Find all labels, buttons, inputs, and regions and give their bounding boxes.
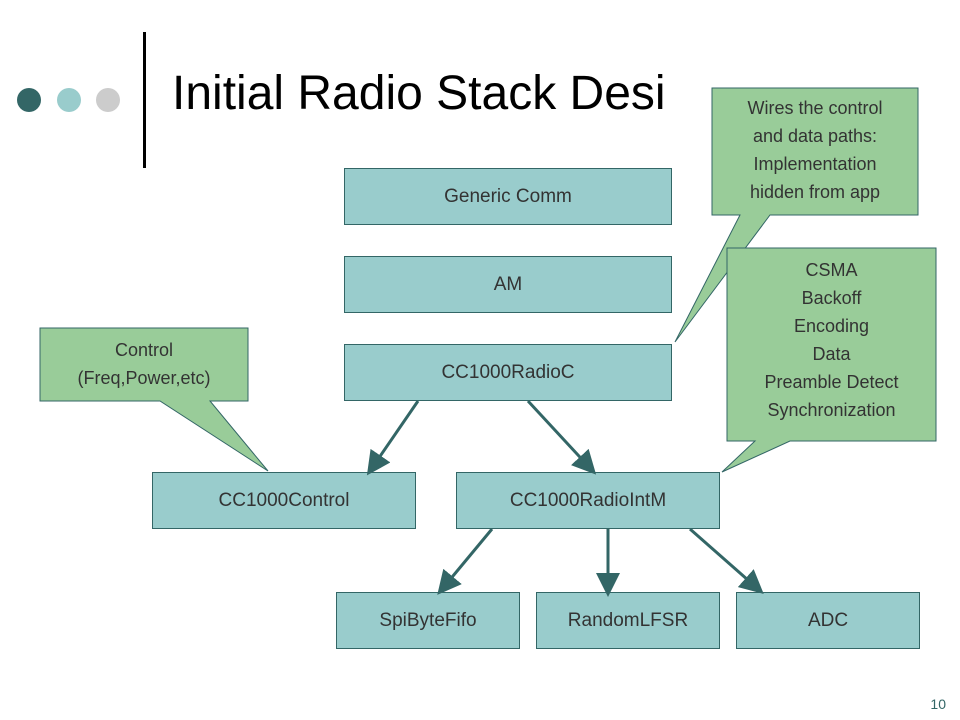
arrow-radioc-to-control xyxy=(366,400,420,476)
box-cc1000-radio-int-m: CC1000RadioIntM xyxy=(456,472,720,529)
callout-wires-line: Wires the control xyxy=(747,98,883,118)
box-spi-byte-fifo: SpiByteFifo xyxy=(336,592,520,649)
callout-features-line: Synchronization xyxy=(767,400,896,420)
callout-wires-line: and data paths: xyxy=(752,126,878,146)
page-number: 10 xyxy=(930,696,946,712)
box-adc: ADC xyxy=(736,592,920,649)
callout-wires-shape xyxy=(674,87,919,343)
header-dot-dark xyxy=(17,88,41,112)
callout-wires-line: Implementation xyxy=(753,154,877,174)
header-dot-gray xyxy=(96,88,120,112)
callout-features-shape xyxy=(721,247,937,473)
arrow-radiointm-to-spi xyxy=(437,528,494,595)
callout-control-line: (Freq,Power,etc) xyxy=(77,368,211,388)
header-dot-light xyxy=(57,88,81,112)
header-divider xyxy=(143,32,146,168)
box-cc1000-control: CC1000Control xyxy=(152,472,416,529)
arrow-radiointm-to-adc xyxy=(689,527,764,594)
callout-control-text: Control (Freq,Power,etc) xyxy=(40,336,248,392)
callout-wires-line: hidden from app xyxy=(749,182,881,202)
box-random-lfsr: RandomLFSR xyxy=(536,592,720,649)
arrow-radioc-to-radiointm xyxy=(526,399,597,475)
box-am: AM xyxy=(344,256,672,313)
box-cc1000-radio-c: CC1000RadioC xyxy=(344,344,672,401)
callout-features-line: Preamble Detect xyxy=(764,372,899,392)
callout-wires-text: Wires the control and data paths: Implem… xyxy=(712,94,918,206)
callout-features-text: CSMA Backoff Encoding Data Preamble Dete… xyxy=(727,256,936,424)
box-generic-comm: Generic Comm xyxy=(344,168,672,225)
callout-features-line: Backoff xyxy=(801,288,862,308)
callout-control-shape xyxy=(39,327,269,472)
callout-control-line: Control xyxy=(114,340,174,360)
callout-features-line: Encoding xyxy=(793,316,870,336)
callout-features-line: CSMA xyxy=(805,260,858,280)
slide-title: Initial Radio Stack Desi xyxy=(172,67,666,120)
callout-features-line: Data xyxy=(812,344,851,364)
